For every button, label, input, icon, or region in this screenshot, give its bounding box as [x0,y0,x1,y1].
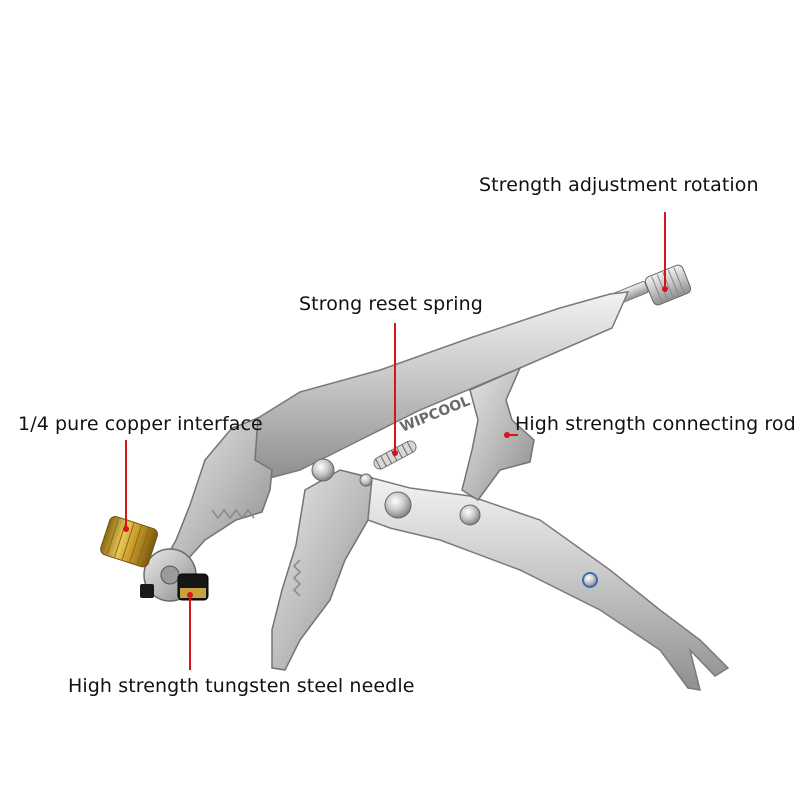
lower-jaw [271,469,373,671]
callout-adjustment-label: Strength adjustment rotation [479,174,759,196]
leader-line-spring [394,323,396,453]
connecting-rod [461,366,535,502]
rivet [384,491,412,519]
rivet [359,473,373,487]
callout-spring-label: Strong reset spring [299,293,483,315]
leader-line-needle [189,595,191,670]
leader-dot-needle [187,592,193,598]
leader-line-adjustment [664,212,666,290]
leader-dot-adjustment [662,286,668,292]
leader-dot-rod [504,432,510,438]
lower-handle [367,477,730,691]
callout-rod-label: High strength connecting rod [515,413,796,435]
needle-collar [180,588,206,598]
jaw-teeth [211,508,255,520]
leader-dot-spring [392,450,398,456]
leader-line-copper [125,440,127,530]
upper-jaw [164,416,273,572]
callout-needle-label: High strength tungsten steel needle [68,675,415,697]
leader-dot-copper [123,526,129,532]
callout-copper-label: 1/4 pure copper interface [18,413,263,435]
leader-line-rod [506,434,518,436]
upper-handle [249,291,630,479]
copper-interface [100,516,158,568]
rivet [459,504,481,526]
lower-jaw-teeth [292,559,302,597]
rivet [311,458,335,482]
rivet [582,572,598,588]
